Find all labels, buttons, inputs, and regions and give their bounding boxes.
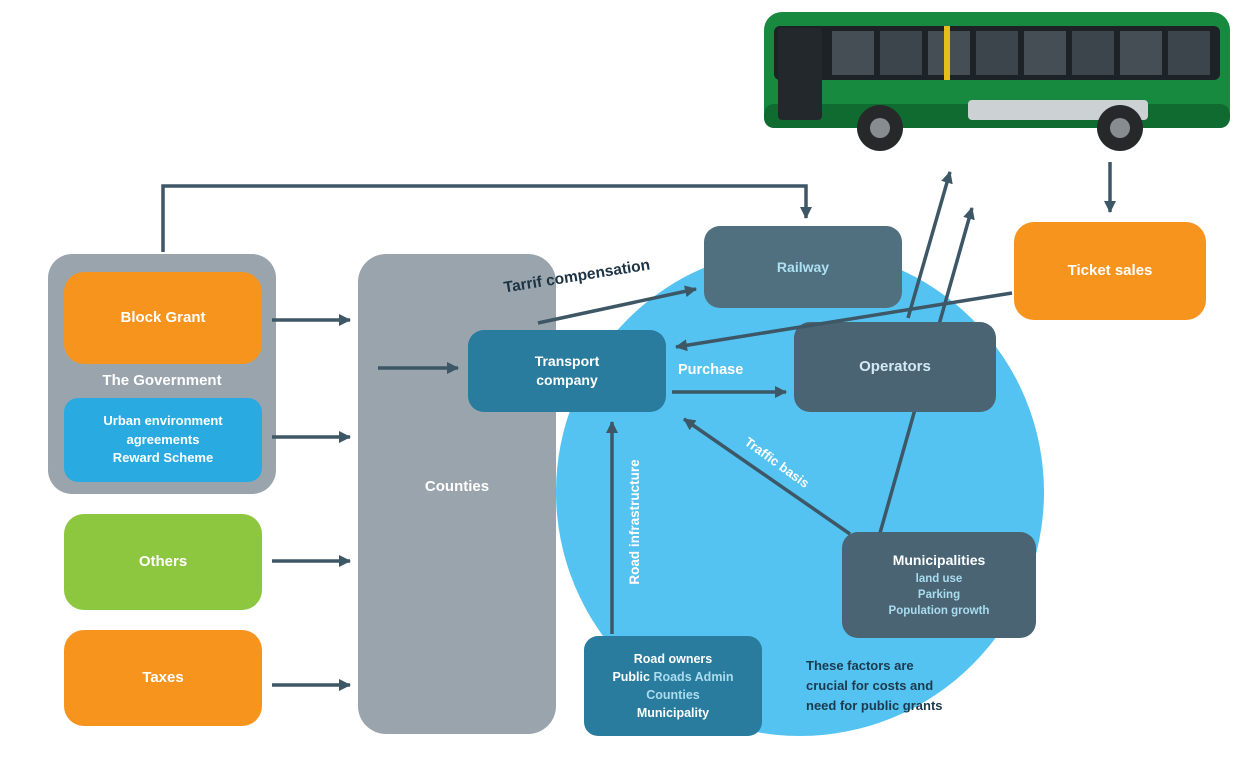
- municipalities-item-land-use: land use: [915, 572, 963, 585]
- transport-company-line1: Transport: [534, 353, 600, 370]
- municipalities-item-parking: Parking: [917, 588, 961, 601]
- operators-label: Operators: [859, 357, 931, 375]
- others-label: Others: [138, 552, 188, 570]
- urban-env-line3: Reward Scheme: [112, 450, 214, 466]
- taxes-label: Taxes: [142, 668, 184, 686]
- government-label: The Government: [102, 372, 222, 389]
- road-infrastructure-label: Road infrastructure: [627, 459, 642, 585]
- block-grant-node: Block Grant: [64, 272, 262, 364]
- road-owners-municipality: Municipality: [636, 706, 710, 721]
- others-node: Others: [64, 514, 262, 610]
- factors-note: These factors are crucial for costs and …: [806, 656, 1016, 716]
- counties-label: Counties: [424, 478, 490, 495]
- road-owners-line2: Public Roads Admin: [612, 668, 733, 686]
- transport-company-node: Transport company: [468, 330, 666, 412]
- road-owners-counties: Counties: [646, 688, 700, 702]
- municipalities-node: Municipalities land use Parking Populati…: [842, 532, 1036, 638]
- bus-icon: [764, 12, 1230, 151]
- transport-company-line2: company: [536, 372, 598, 388]
- ticket-sales-label: Ticket sales: [1067, 261, 1153, 279]
- bus-image: [758, 6, 1236, 154]
- urban-env-line2: agreements: [126, 431, 200, 447]
- purchase-label: Purchase: [678, 362, 744, 378]
- factors-note-line3: need for public grants: [806, 698, 943, 714]
- block-grant-label: Block Grant: [120, 308, 206, 326]
- ticket-sales-node: Ticket sales: [1014, 222, 1206, 320]
- counties-node: Counties: [358, 254, 556, 734]
- taxes-node: Taxes: [64, 630, 262, 726]
- road-owners-node: Road owners Public Roads Admin Counties …: [584, 636, 762, 736]
- urban-env-line1: Urban environment: [103, 412, 223, 428]
- road-owners-title: Road owners: [633, 651, 713, 666]
- railway-node: Railway: [704, 226, 902, 308]
- road-owners-roads-admin: Roads Admin: [649, 669, 734, 684]
- railway-label: Railway: [776, 258, 830, 275]
- operators-node: Operators: [794, 322, 996, 412]
- urban-environment-node: Urban environment agreements Reward Sche…: [64, 398, 262, 482]
- road-owners-public: Public: [612, 669, 650, 684]
- municipalities-item-population-growth: Population growth: [888, 604, 990, 617]
- government-group: Block Grant The Government Urban environ…: [48, 254, 276, 494]
- factors-note-line1: These factors are: [806, 658, 914, 673]
- factors-note-line2: crucial for costs and: [806, 678, 934, 694]
- municipalities-title: Municipalities: [892, 552, 986, 569]
